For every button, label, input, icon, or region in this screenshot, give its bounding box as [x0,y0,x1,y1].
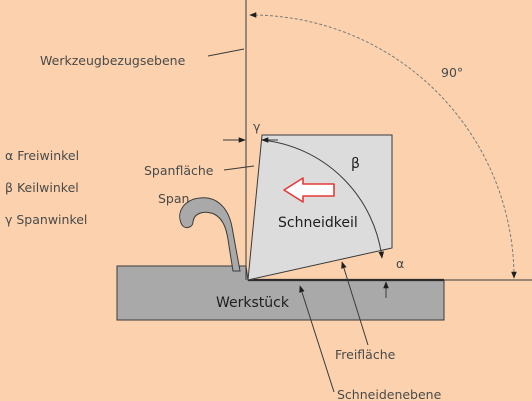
label-span: Span [158,191,189,206]
label-gamma: γ [253,119,261,134]
label-schneidkeil: Schneidkeil [278,215,358,231]
cutting-wedge [247,134,393,281]
freiflaeche-leader [341,261,369,346]
label-freiflaeche: Freifläche [335,347,396,362]
chip [179,197,241,272]
workpiece [116,265,445,321]
label-werkzeugbezugsebene: Werkzeugbezugsebene [40,53,186,68]
label-alpha: α [396,256,404,271]
direction-arrow [283,177,335,203]
schneidenebene-leader [299,285,335,393]
legend-keilwinkel: β Keilwinkel [5,180,79,195]
legend-freiwinkel: α Freiwinkel [5,148,79,163]
arc-90 [249,12,517,279]
label-beta: β [351,156,360,172]
arc-beta [261,139,385,259]
spanflaeche-leader [223,165,255,171]
label-90: 90° [441,65,463,80]
werkzeugbezugsebene-leader [207,48,245,57]
label-schneidenebene: Schneidenebene [337,387,442,401]
label-werkstueck: Werkstück [216,295,290,311]
label-spanflaeche: Spanfläche [144,163,214,178]
legend-spanwinkel: γ Spanwinkel [5,212,87,227]
